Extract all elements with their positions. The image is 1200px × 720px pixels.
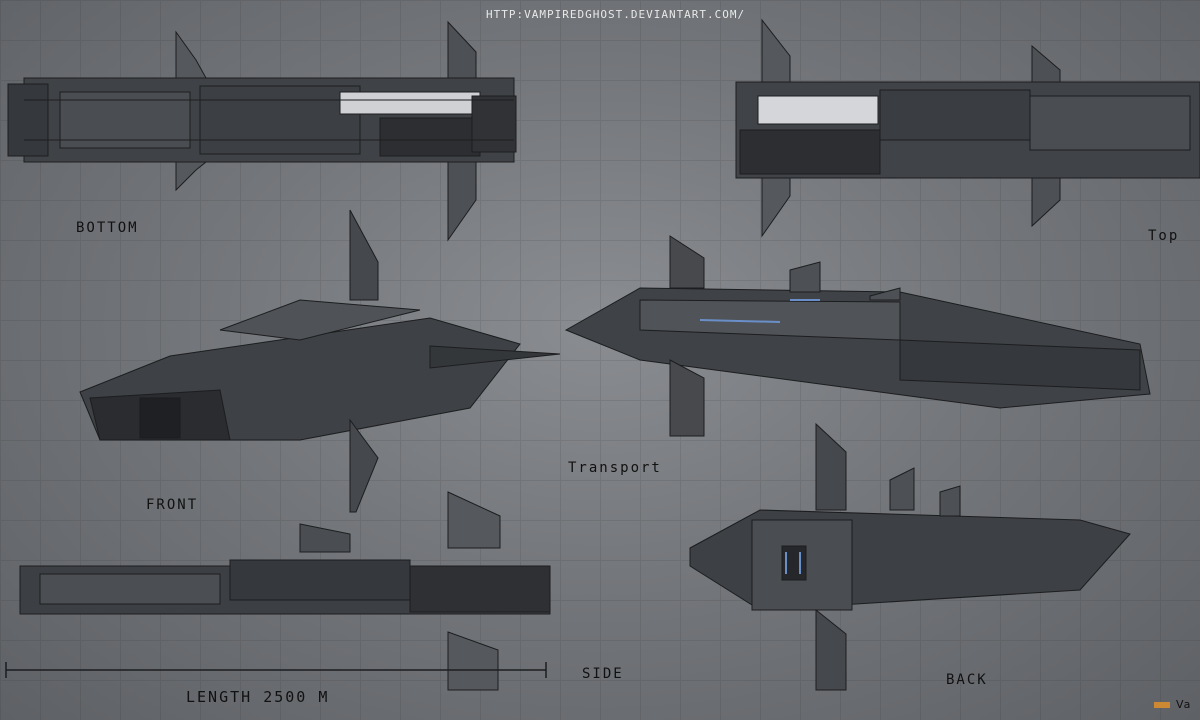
corner-marker-icon: [1154, 702, 1170, 708]
watermark-url[interactable]: HTTP:VAMPIREDGHOST.DEVIANTART.COM/: [486, 8, 746, 21]
label-front: FRONT: [146, 497, 199, 513]
label-bottom: BOTTOM: [76, 220, 139, 236]
label-top: Top: [1148, 228, 1180, 244]
label-length: LENGTH 2500 M: [186, 688, 330, 706]
corner-watermark: Va: [1154, 698, 1191, 711]
label-back: BACK: [946, 672, 988, 688]
corner-watermark-text: Va: [1176, 698, 1192, 711]
label-transport: Transport: [568, 460, 662, 476]
label-side: SIDE: [582, 666, 624, 682]
